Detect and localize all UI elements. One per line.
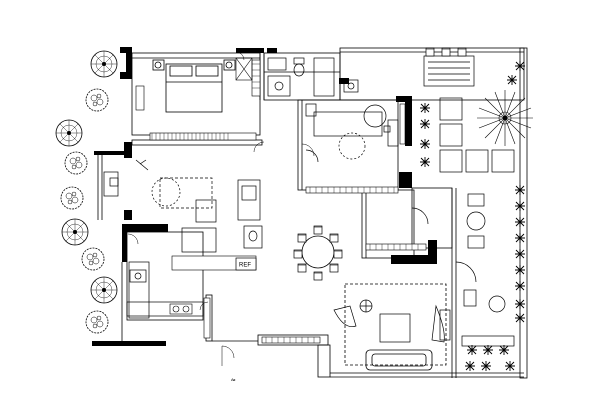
- tree-icon: [90, 276, 118, 304]
- sofa-icon: [365, 349, 433, 371]
- living-furniture: [333, 299, 451, 343]
- cabinet-hatching: [151, 63, 419, 343]
- deck-pavers: [439, 97, 515, 173]
- exterior-walls: [92, 47, 437, 346]
- study-furniture: [305, 103, 399, 163]
- fridge-label: REF: [239, 263, 251, 269]
- lounge-furniture: [103, 159, 263, 253]
- fridge: REF: [235, 257, 257, 271]
- shrub-icon: [81, 247, 105, 271]
- door-swings: [127, 51, 315, 366]
- stove-icon: [169, 303, 193, 315]
- toilet-icon: [293, 57, 305, 77]
- interior-walls: [97, 47, 528, 379]
- shrub-icon: [85, 88, 109, 112]
- bed-icon: [152, 59, 236, 113]
- sunburst-plant-icon: [477, 90, 533, 146]
- dining-chairs: [293, 225, 343, 281]
- deck-chairs: [425, 47, 467, 57]
- wardrobe: [135, 57, 253, 111]
- tree-icon: [55, 119, 83, 147]
- sink-icon: [343, 79, 359, 93]
- entry-label: A▸: [231, 377, 236, 382]
- dining-table: [301, 235, 335, 269]
- shrub-icon: [64, 151, 88, 175]
- bath-fixtures: [267, 57, 335, 97]
- tree-icon: [90, 50, 118, 78]
- shrub-icon: [85, 310, 109, 334]
- outdoor-table: [423, 55, 475, 87]
- kitchen-counter: [126, 261, 204, 319]
- shrub-icon: [60, 186, 84, 210]
- right-room-furniture: [411, 193, 515, 347]
- cabinet-strips: [149, 59, 427, 344]
- tree-icon: [61, 218, 89, 246]
